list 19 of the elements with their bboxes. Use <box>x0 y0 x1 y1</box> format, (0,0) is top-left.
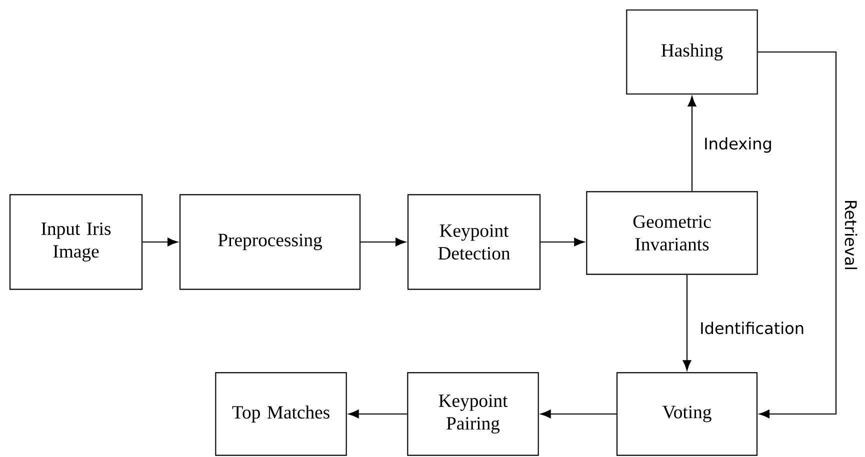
arrow <box>142 238 178 246</box>
process-box: Input Iris Image <box>9 194 143 290</box>
arrow <box>540 238 585 246</box>
arrow <box>360 238 406 246</box>
arrow <box>758 51 837 418</box>
edge-label: Identification <box>698 320 806 336</box>
arrow <box>682 274 692 371</box>
process-box: Voting <box>616 372 758 456</box>
process-box: Geometric Invariants <box>586 191 758 275</box>
edge-label: Retrieval <box>843 198 859 272</box>
arrow <box>348 410 408 418</box>
process-box: Keypoint Pairing <box>407 372 539 456</box>
edge-label: Indexing <box>702 136 774 154</box>
process-box: Top Matches <box>215 372 347 456</box>
arrow <box>688 96 696 192</box>
process-box: Keypoint Detection <box>407 194 541 290</box>
process-box: Hashing <box>626 9 758 95</box>
process-box: Preprocessing <box>179 194 361 290</box>
arrow <box>540 410 616 418</box>
